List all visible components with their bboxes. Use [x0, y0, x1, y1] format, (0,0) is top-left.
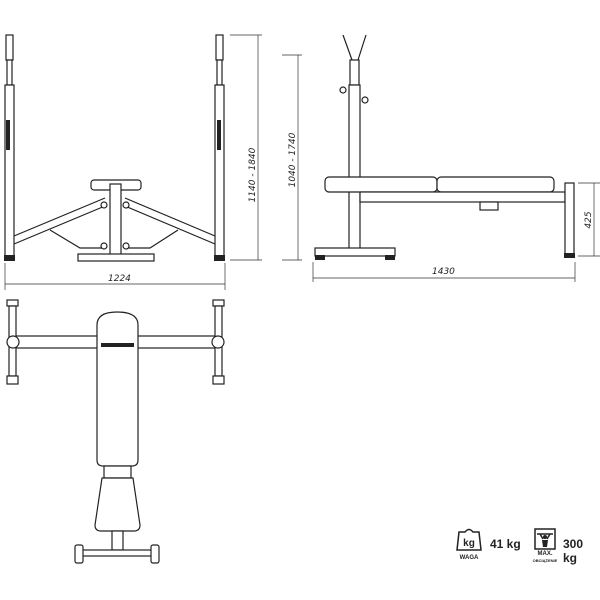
kg-icon-text: kg	[463, 538, 475, 549]
side-dimensions	[312, 182, 600, 282]
height-dimension-label-2: 1040 - 1740	[288, 132, 298, 187]
max-caption: MAX.	[537, 551, 553, 557]
front-view	[4, 34, 225, 262]
seat-height-dimension-label: 425	[584, 211, 594, 228]
front-dimensions	[4, 34, 302, 290]
max-subcaption: OBCIĄŻENIE	[532, 558, 558, 563]
top-view	[6, 299, 225, 564]
max-load-value: 300 kg	[563, 537, 584, 565]
weight-caption: WAGA	[459, 555, 479, 561]
width-dimension-label: 1224	[108, 274, 131, 284]
weight-value: 41 kg	[490, 537, 521, 551]
kg-weight-icon: kg	[456, 528, 482, 551]
height-dimension-label-1: 1140 - 1840	[248, 147, 258, 202]
side-view	[314, 34, 575, 260]
weightlifter-icon	[534, 528, 556, 550]
length-dimension-label: 1430	[432, 267, 455, 277]
